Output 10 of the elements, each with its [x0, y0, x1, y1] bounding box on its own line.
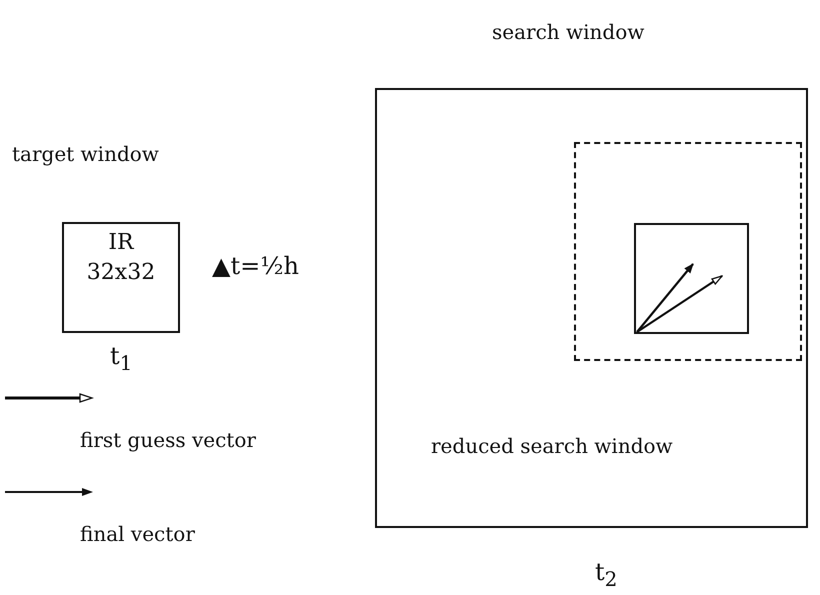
vector-box	[634, 223, 749, 334]
window-heading: target window	[12, 142, 159, 166]
window-heading: search window	[492, 20, 644, 44]
time-label: t$_{1}$	[110, 342, 132, 375]
time-label: t$_{2}$	[595, 558, 618, 591]
box-text: IR 32x32	[86, 229, 156, 287]
window-label: reduced search window	[431, 434, 673, 458]
legend-text: first guess vector	[80, 428, 256, 452]
time-step-label: ▲t=½h	[212, 252, 299, 280]
legend-text: final vector	[80, 522, 195, 546]
